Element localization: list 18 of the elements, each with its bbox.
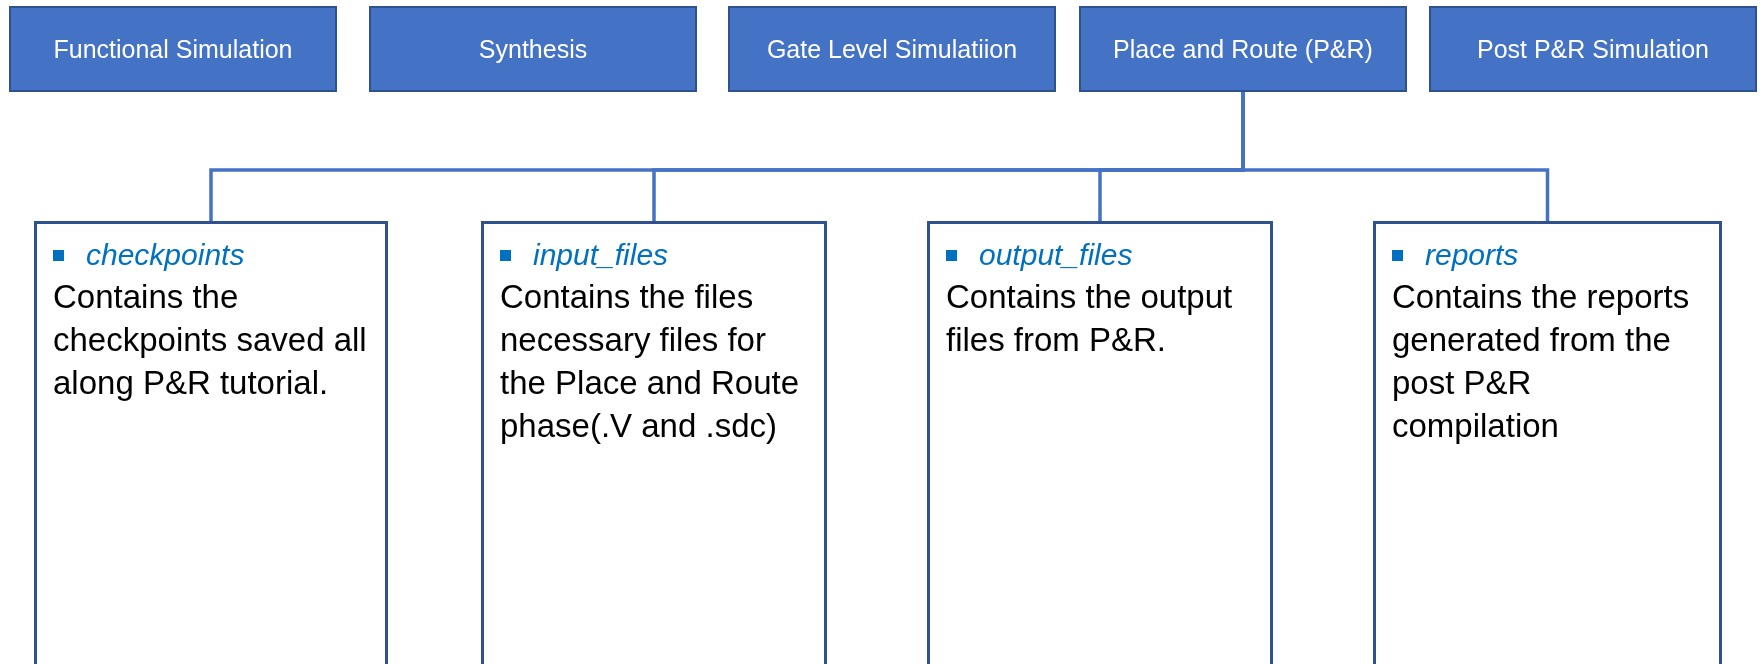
stage-box: Synthesis: [369, 6, 697, 92]
stage-box: Post P&R Simulation: [1429, 6, 1757, 92]
folder-card: [34, 221, 388, 664]
stage-box: Functional Simulation: [9, 6, 337, 92]
folder-card: [1373, 221, 1722, 664]
folder-description: Contains the output files from P&R.: [946, 277, 1234, 360]
stage-box: Place and Route (P&R): [1079, 6, 1407, 92]
folder-name: input_files: [533, 238, 669, 272]
folder-name: reports: [1425, 238, 1519, 272]
folder-name: checkpoints: [86, 238, 245, 272]
folder-description: Contains the reports generated from the post P&R compilation: [1392, 277, 1691, 446]
folder-description: Contains the files necessary files for the Place and Route phase(.V and .sdc): [500, 277, 801, 446]
stage-box: Gate Level Simulatiion: [728, 6, 1056, 92]
folder-card: [927, 221, 1273, 664]
folder-card: [481, 221, 827, 664]
folder-description: Contains the checkpoints saved all along P&R tutorial.: [53, 277, 368, 403]
connector-line: [1241, 92, 1550, 221]
folder-name: output_files: [979, 238, 1133, 272]
